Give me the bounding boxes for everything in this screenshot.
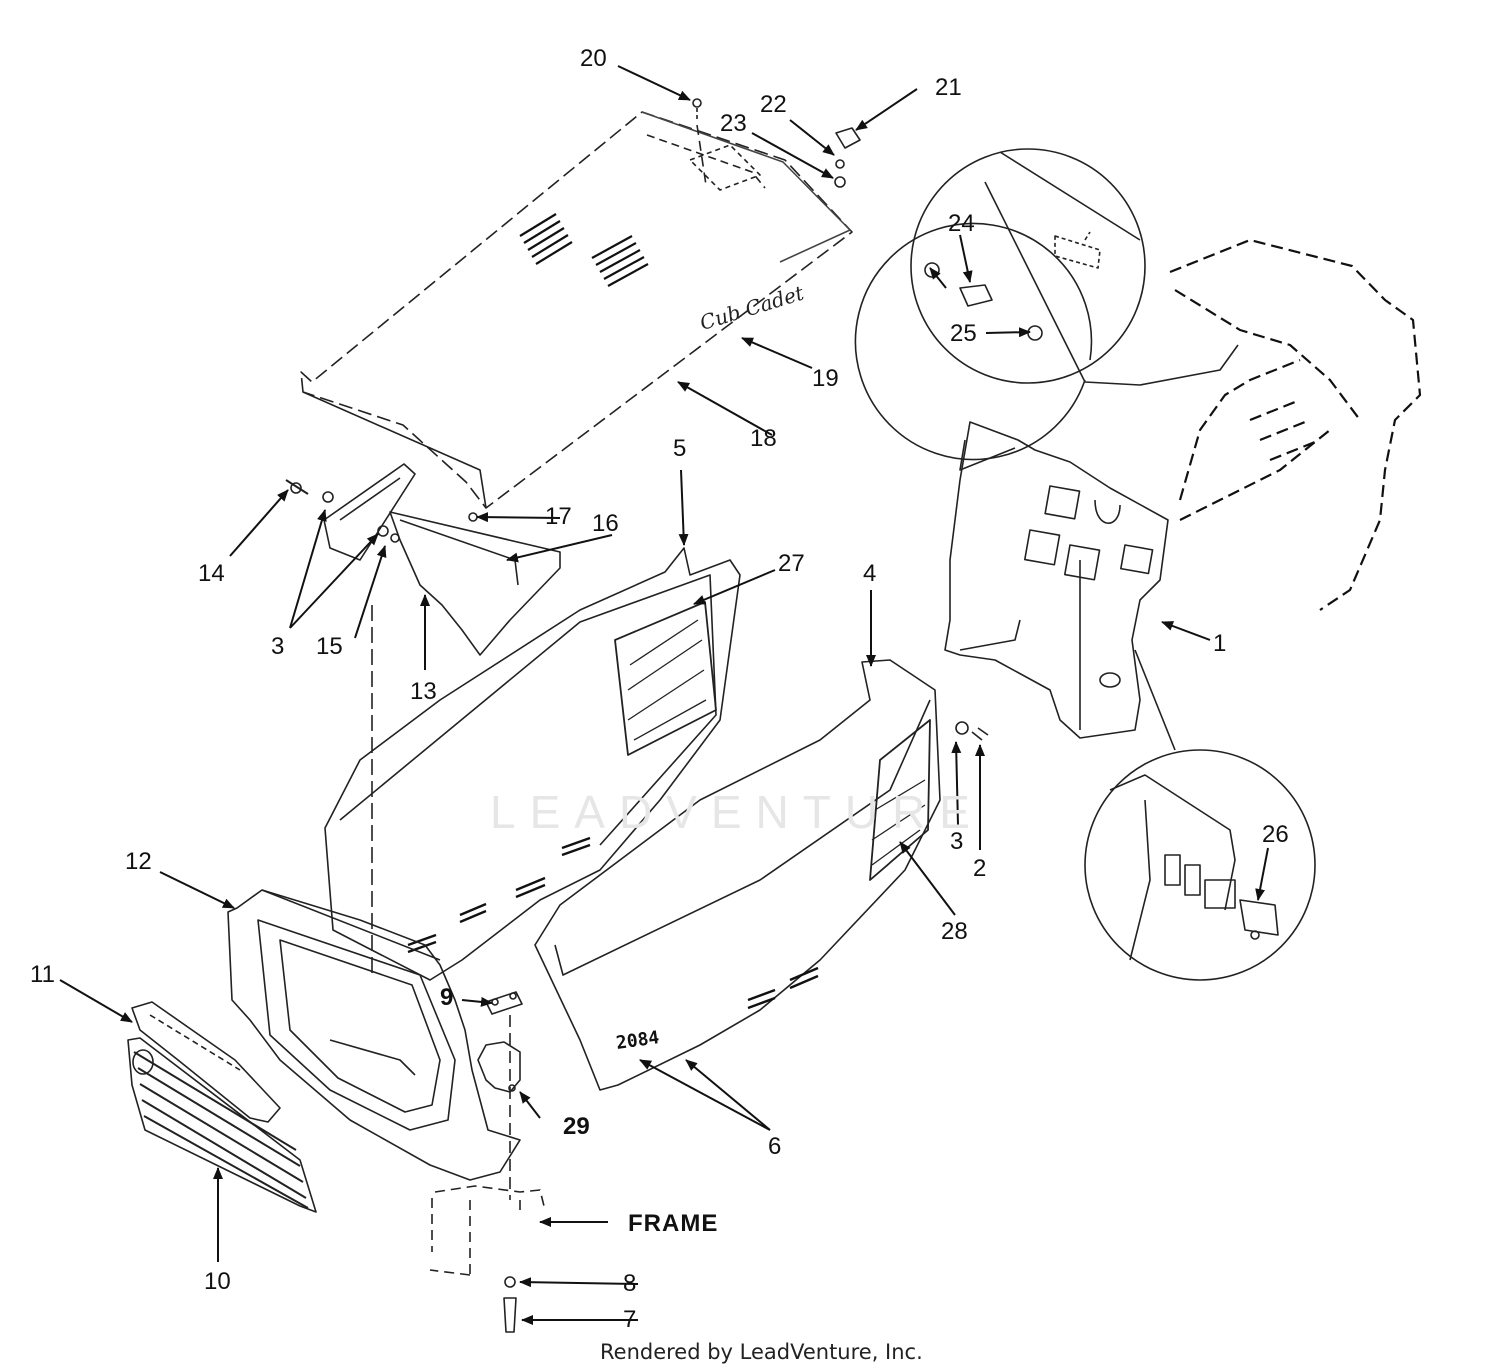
- part-label-11: 11: [30, 961, 55, 988]
- hood-vent-left: [519, 213, 573, 265]
- watermark: LEADVENTURE: [490, 786, 984, 838]
- part-label-5: 5: [673, 435, 687, 462]
- part-label-2: 2: [973, 855, 987, 882]
- part-label-7: 7: [623, 1306, 637, 1333]
- detail-circle-hood-latch: [854, 148, 1239, 461]
- part-label-4: 4: [863, 560, 877, 587]
- frame-stub: [429, 1185, 546, 1333]
- part-label-29: 29: [563, 1113, 590, 1140]
- part-label-10: 10: [204, 1268, 231, 1295]
- part-label-26: 26: [1262, 821, 1289, 848]
- part-label-20: 20: [580, 45, 607, 72]
- part-label-9: 9: [440, 984, 454, 1011]
- part-label-24: 24: [948, 210, 975, 237]
- front-housing-12: [227, 889, 521, 1181]
- part-label-3-left: 3: [271, 633, 285, 660]
- part-label-13: 13: [410, 678, 437, 705]
- part-label-3-right: 3: [950, 828, 964, 855]
- left-side-panel-5: [324, 547, 741, 981]
- strap-29: [477, 1041, 521, 1093]
- part-label-15: 15: [316, 633, 343, 660]
- hood-part-18: [300, 111, 853, 509]
- hood-vent-right: [591, 235, 649, 287]
- grille-10: [127, 1037, 317, 1213]
- fastener-2-3: [955, 721, 989, 741]
- part-label-1: 1: [1213, 630, 1227, 657]
- part-label-8: 8: [623, 1270, 637, 1297]
- part-label-22: 22: [760, 91, 787, 118]
- hood-latch-hardware: [692, 98, 861, 188]
- part-label-17: 17: [545, 503, 572, 530]
- detail-circle-hinge: [1084, 649, 1316, 981]
- part-label-12: 12: [125, 848, 152, 875]
- dash-assembly-ghost: [1169, 238, 1422, 611]
- part-label-21: 21: [935, 74, 962, 101]
- part-label-16: 16: [592, 510, 619, 537]
- footer-credit: Rendered by LeadVenture, Inc.: [600, 1340, 923, 1364]
- part-label-23: 23: [720, 110, 747, 137]
- frame-label: FRAME: [628, 1210, 719, 1237]
- part-label-27: 27: [778, 550, 805, 577]
- screen-11: [131, 1001, 281, 1123]
- leader-arrows: [59, 65, 1269, 1325]
- right-side-panel-4: [534, 659, 941, 1091]
- part-label-18: 18: [750, 425, 777, 452]
- part-label-19: 19: [812, 365, 839, 392]
- part-label-6: 6: [768, 1133, 782, 1160]
- dash-panel-1: [944, 421, 1169, 739]
- right-panel-louvers: [747, 966, 819, 1010]
- part-label-28: 28: [941, 918, 968, 945]
- part-label-14: 14: [198, 560, 225, 587]
- part-label-25: 25: [950, 320, 977, 347]
- hinge-bracket-13: [285, 463, 561, 975]
- left-panel-louvers: [407, 836, 591, 954]
